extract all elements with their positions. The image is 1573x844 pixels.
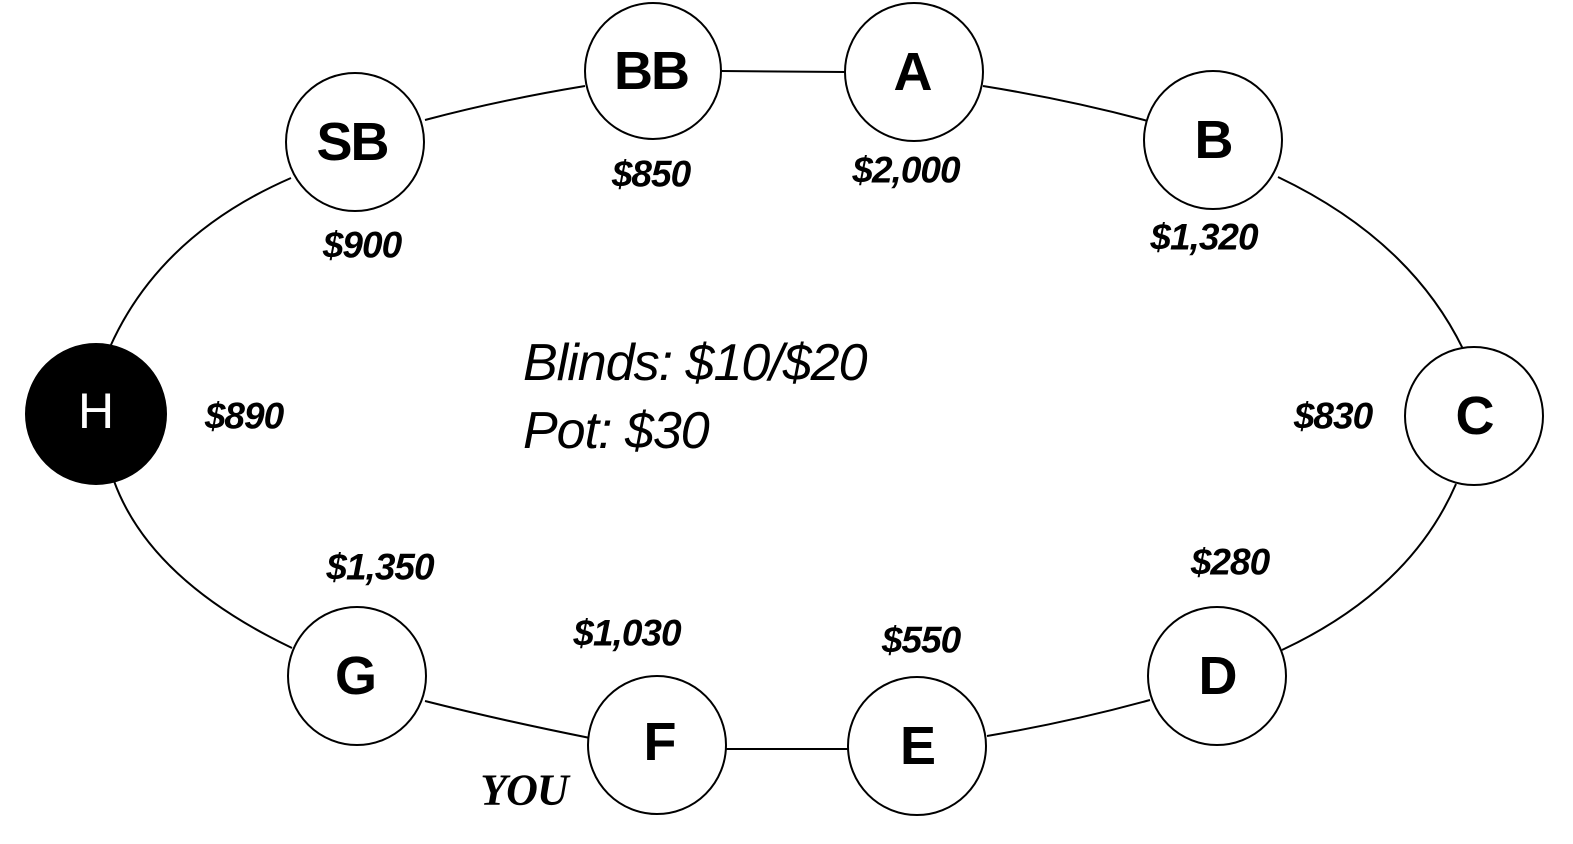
seat-sb-label: SB [316,112,387,172]
seat-f-circle [587,675,727,815]
seat-h-circle [25,343,167,485]
seat-h-label: H [78,383,114,439]
seat-c-label: C [1456,386,1494,446]
seat-e-stack: $550 [881,620,962,661]
seat-a: A $2,000 [844,2,984,191]
table-edge-a-b [982,85,1149,122]
seat-e-label: E [900,716,934,776]
table-edge-g-h [113,480,293,649]
seat-c-stack: $830 [1293,396,1374,437]
seat-g-label: G [335,646,375,706]
seat-d-stack: $280 [1190,542,1271,583]
seat-f-stack: $1,030 [572,613,682,654]
table-edge-f-g [424,700,591,739]
seat-sb: SB $900 [285,72,425,266]
seat-f-label: F [644,712,676,772]
seat-c-circle [1404,346,1544,486]
seat-g-stack: $1,350 [325,547,435,588]
table-edge-h-sb [109,177,292,348]
seat-f: F $1,030 YOU [480,613,727,815]
seat-b-label: B [1195,110,1232,170]
table-edge-d-e [986,699,1151,737]
seat-b-stack: $1,320 [1149,217,1259,258]
seat-g-circle [287,606,427,746]
seat-bb: BB $850 [584,2,722,195]
seat-bb-circle [584,2,722,140]
pot-text: Pot: $30 [523,402,710,460]
seat-g: G $1,350 [287,547,436,746]
seat-c: C $830 [1293,346,1544,486]
seat-e-circle [847,676,987,816]
seat-b: B $1,320 [1143,70,1283,258]
table-outline [109,70,1464,750]
seat-e: E $550 [847,620,987,816]
table-edge-c-d [1281,483,1457,651]
table-edge-sb-bb [424,85,586,121]
seat-a-circle [844,2,984,142]
seat-a-stack: $2,000 [851,150,961,191]
seat-b-circle [1143,70,1283,210]
seat-d: D $280 [1147,542,1287,746]
seat-h: H $890 [25,343,286,485]
blinds-text: Blinds: $10/$20 [523,334,868,392]
seat-d-label: D [1199,646,1236,706]
table-info: Blinds: $10/$20 Pot: $30 [523,334,869,460]
seat-h-stack: $890 [204,396,285,437]
seat-bb-stack: $850 [611,154,692,195]
seat-bb-label: BB [614,41,688,101]
seat-d-circle [1147,606,1287,746]
seat-sb-stack: $900 [322,225,403,266]
table-edge-b-c [1277,176,1464,350]
you-label: YOU [480,766,571,815]
seat-a-label: A [894,42,932,102]
seat-sb-circle [285,72,425,212]
table-edge-bb-a [720,70,846,73]
